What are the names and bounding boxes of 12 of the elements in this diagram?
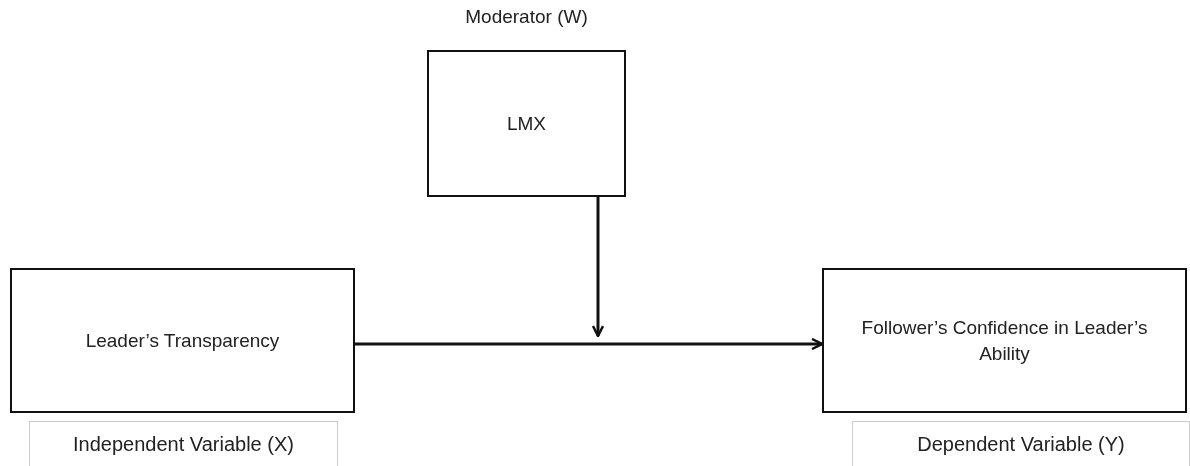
node-label: Leader’s Transparency	[84, 328, 281, 353]
arrow	[591, 197, 605, 338]
moderator-heading: Moderator (W)	[464, 5, 589, 29]
node-label: LMX	[505, 111, 548, 136]
node-label: Independent Variable (X)	[72, 431, 295, 457]
variable-box	[10, 268, 355, 413]
node-label: Dependent Variable (Y)	[916, 431, 1126, 457]
variable-box	[822, 268, 1187, 413]
variable-type-label-box	[852, 421, 1190, 466]
arrow	[355, 337, 824, 351]
node-label: Follower’s Confidence in Leader’s Ability	[860, 315, 1149, 366]
variable-type-label-box	[29, 421, 338, 466]
